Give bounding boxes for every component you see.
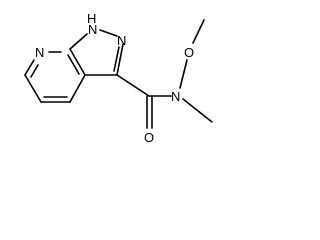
bond-npy-c6	[24, 59, 35, 76]
atom-label-o-methoxy: O	[184, 45, 194, 60]
bond-n2-c3	[116, 43, 124, 76]
bond-c3a-c7a	[69, 48, 86, 76]
bond-n2-c3-inner	[113, 46, 120, 72]
molecule-diagram: H N N N O O N	[24, 11, 213, 145]
bond-namide-methyl	[182, 98, 213, 123]
bond-c7a-n1	[69, 33, 88, 50]
structure-canvas: H N N N O O N	[0, 0, 222, 149]
bond-omethoxy-methyl	[192, 19, 205, 44]
bond-n1-n2	[99, 29, 118, 37]
bond-c4-c3a	[69, 74, 86, 103]
bond-c3-camide	[116, 74, 150, 97]
bond-namide-omethoxy	[179, 59, 188, 89]
bond-c6-c5	[24, 74, 42, 103]
atom-label-nh: H	[87, 11, 96, 26]
atom-label-n-pyrazole-top: N	[88, 22, 97, 37]
bond-npy-c6-inner	[30, 64, 39, 78]
atom-label-o-carbonyl: O	[144, 130, 154, 145]
atom-label-n-pyridine: N	[35, 45, 44, 60]
atom-label-n-pyrazole-right: N	[117, 33, 126, 48]
bond-c3a-c7a-inner	[67, 54, 80, 75]
atom-label-n-amide: N	[171, 89, 180, 104]
